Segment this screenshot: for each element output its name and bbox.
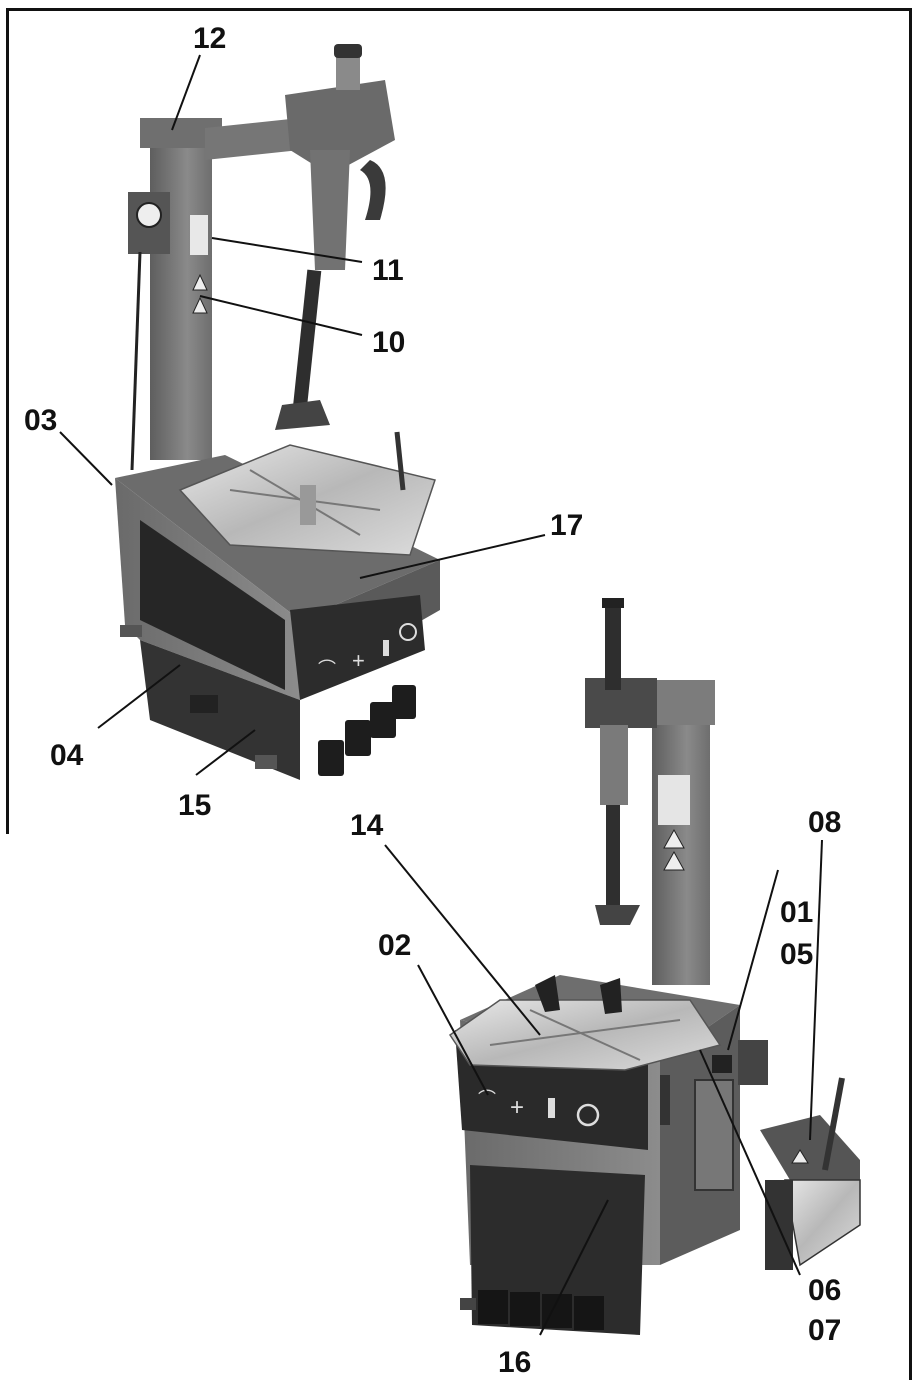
pedal xyxy=(478,1290,508,1324)
pedal xyxy=(574,1296,604,1330)
cabinet-dark-panel xyxy=(140,520,285,690)
warning-label xyxy=(658,775,690,825)
callout-14: 14 xyxy=(350,809,384,842)
turntable-center xyxy=(300,485,316,525)
arm-slide-cap xyxy=(602,598,624,608)
foot xyxy=(460,1298,476,1310)
lubricant-cup xyxy=(712,1055,732,1073)
callout-labels: 12 11 10 03 17 04 15 01 05 08 14 02 06 0… xyxy=(24,22,841,1379)
leader-lines xyxy=(59,54,823,1336)
leader-17 xyxy=(359,534,546,579)
warning-triangle-1 xyxy=(663,828,685,849)
pedal xyxy=(318,740,344,776)
callout-01: 01 xyxy=(780,896,813,929)
bead-breaker-blade xyxy=(784,1179,861,1267)
leader-08 xyxy=(809,839,823,1141)
leader-10 xyxy=(199,295,363,336)
callout-15: 15 xyxy=(178,789,211,822)
warning-triangle-2 xyxy=(663,850,685,871)
mount-head xyxy=(595,905,640,925)
leader-12 xyxy=(171,54,201,131)
leader-03 xyxy=(59,431,113,486)
pedal xyxy=(345,720,371,756)
callout-17: 17 xyxy=(550,509,583,542)
leader-14 xyxy=(384,844,541,1036)
bead-breaker-lever xyxy=(822,1077,845,1171)
column-head xyxy=(650,680,715,725)
warning-label xyxy=(190,215,208,255)
leader-11 xyxy=(211,237,363,263)
lock-handle xyxy=(360,160,386,220)
clamp-icon: + xyxy=(352,648,365,673)
column xyxy=(150,130,212,460)
side-handle xyxy=(660,1075,670,1125)
rotation-icon xyxy=(399,623,417,641)
pedal-icon xyxy=(383,640,389,656)
pedal-icon xyxy=(548,1098,555,1118)
base xyxy=(140,640,300,780)
machine-rear-view: ⌒ + xyxy=(448,598,861,1335)
arm-spring xyxy=(336,52,360,90)
tool-shaft-lower xyxy=(606,805,620,905)
clamp-icon: + xyxy=(510,1094,524,1121)
bead-breaker-arm xyxy=(760,1115,860,1180)
warning-triangle-3 xyxy=(791,1149,809,1164)
turntable-spoke xyxy=(529,1009,641,1061)
page-frame xyxy=(8,8,912,1380)
leader-15 xyxy=(195,729,256,776)
horizontal-arm xyxy=(205,118,300,160)
jaw xyxy=(600,978,622,1014)
foot-right xyxy=(255,755,277,769)
leader-16 xyxy=(539,1199,609,1336)
control-panel xyxy=(290,595,425,700)
mount-head xyxy=(275,400,330,430)
machine-front-view: ⌒ + xyxy=(115,44,440,780)
callout-11: 11 xyxy=(372,254,404,287)
bead-breaker-lever xyxy=(394,431,406,491)
bead-breaker-pedal xyxy=(190,695,218,713)
callout-06: 06 xyxy=(808,1274,841,1307)
warning-triangle-1 xyxy=(192,273,208,291)
callout-02: 02 xyxy=(378,929,411,962)
pedals xyxy=(478,1290,604,1330)
bead-breaker-icon: ⌒ xyxy=(318,659,336,679)
pedal xyxy=(510,1292,540,1326)
turntable-spoke xyxy=(489,1019,681,1046)
page-frame-left-edge xyxy=(6,8,9,834)
callout-08: 08 xyxy=(808,806,841,839)
pedal xyxy=(392,685,416,719)
side-vent xyxy=(694,1079,734,1191)
callout-04: 04 xyxy=(50,739,84,772)
pedals xyxy=(318,685,416,776)
foot-left xyxy=(120,625,142,637)
callout-07: 07 xyxy=(808,1314,841,1347)
callout-12: 12 xyxy=(193,22,226,55)
rotation-icon xyxy=(576,1103,600,1127)
warning-triangle-2 xyxy=(192,296,208,314)
jaw xyxy=(535,975,560,1012)
leader-02 xyxy=(417,964,489,1096)
bead-breaker-paddle xyxy=(765,1180,793,1270)
leader-04 xyxy=(97,664,181,729)
pedal xyxy=(370,702,396,738)
arm-slide xyxy=(605,600,621,690)
callout-10: 10 xyxy=(372,326,405,359)
tool-shaft-upper xyxy=(310,150,350,270)
air-filter-unit xyxy=(738,1040,768,1085)
leader-05 xyxy=(727,869,779,1051)
control-icons: ⌒ + xyxy=(318,623,417,679)
callout-03: 03 xyxy=(24,404,57,437)
arm-knob xyxy=(334,44,362,58)
leader-06 xyxy=(699,1049,801,1276)
callout-05: 05 xyxy=(780,938,813,971)
bead-breaker-icon: ⌒ xyxy=(478,1089,496,1109)
tool-shaft xyxy=(292,269,322,411)
callout-16: 16 xyxy=(498,1346,531,1379)
control-icons: ⌒ + xyxy=(478,1089,600,1127)
pressure-gauge xyxy=(136,202,162,228)
column xyxy=(652,685,710,985)
tool-shaft xyxy=(600,725,628,805)
